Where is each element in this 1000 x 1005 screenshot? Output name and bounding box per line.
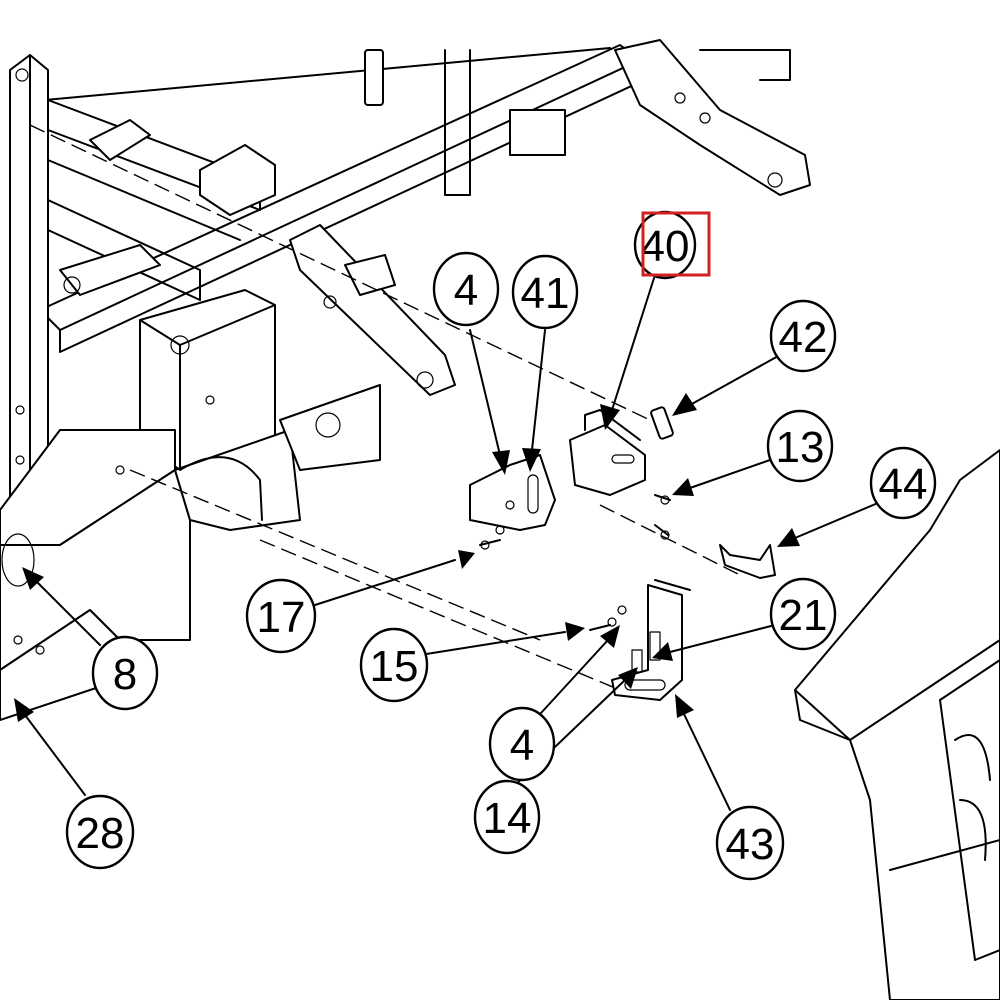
callout-41[interactable]: 41 [511,254,579,330]
callout-44[interactable]: 44 [869,446,937,520]
callout-label: 14 [483,794,532,843]
leader-lines [14,274,886,811]
center-lines [29,124,741,691]
callout-label: 41 [521,269,570,318]
callout-42[interactable]: 42 [769,299,837,373]
highlight-box [641,211,711,277]
callout-label: 44 [879,460,928,509]
callout-4-lower[interactable]: 4 [488,706,556,782]
callout-label: 42 [779,313,828,362]
callout-17[interactable]: 17 [245,578,317,654]
callout-14[interactable]: 14 [473,779,541,855]
callout-label: 40 [641,222,690,271]
callout-label: 28 [76,809,125,858]
callout-13[interactable]: 13 [766,409,834,483]
chassis-frame [0,39,811,721]
callout-8[interactable]: 8 [91,635,159,711]
callout-43[interactable]: 43 [715,805,785,881]
callout-label: 8 [113,650,137,699]
callout-21[interactable]: 21 [769,577,837,651]
hood-panel [794,449,1000,1001]
callout-label: 43 [726,820,775,869]
callout-label: 4 [454,266,478,315]
callout-label: 13 [776,423,825,472]
callout-label: 15 [370,642,419,691]
callout-28[interactable]: 28 [65,794,135,870]
callout-4-upper[interactable]: 4 [432,251,500,327]
callout-label: 21 [779,591,828,640]
callout-15[interactable]: 15 [359,627,429,703]
exploded-parts [469,406,776,701]
callout-label: 4 [510,721,534,770]
callout-label: 17 [257,593,306,642]
